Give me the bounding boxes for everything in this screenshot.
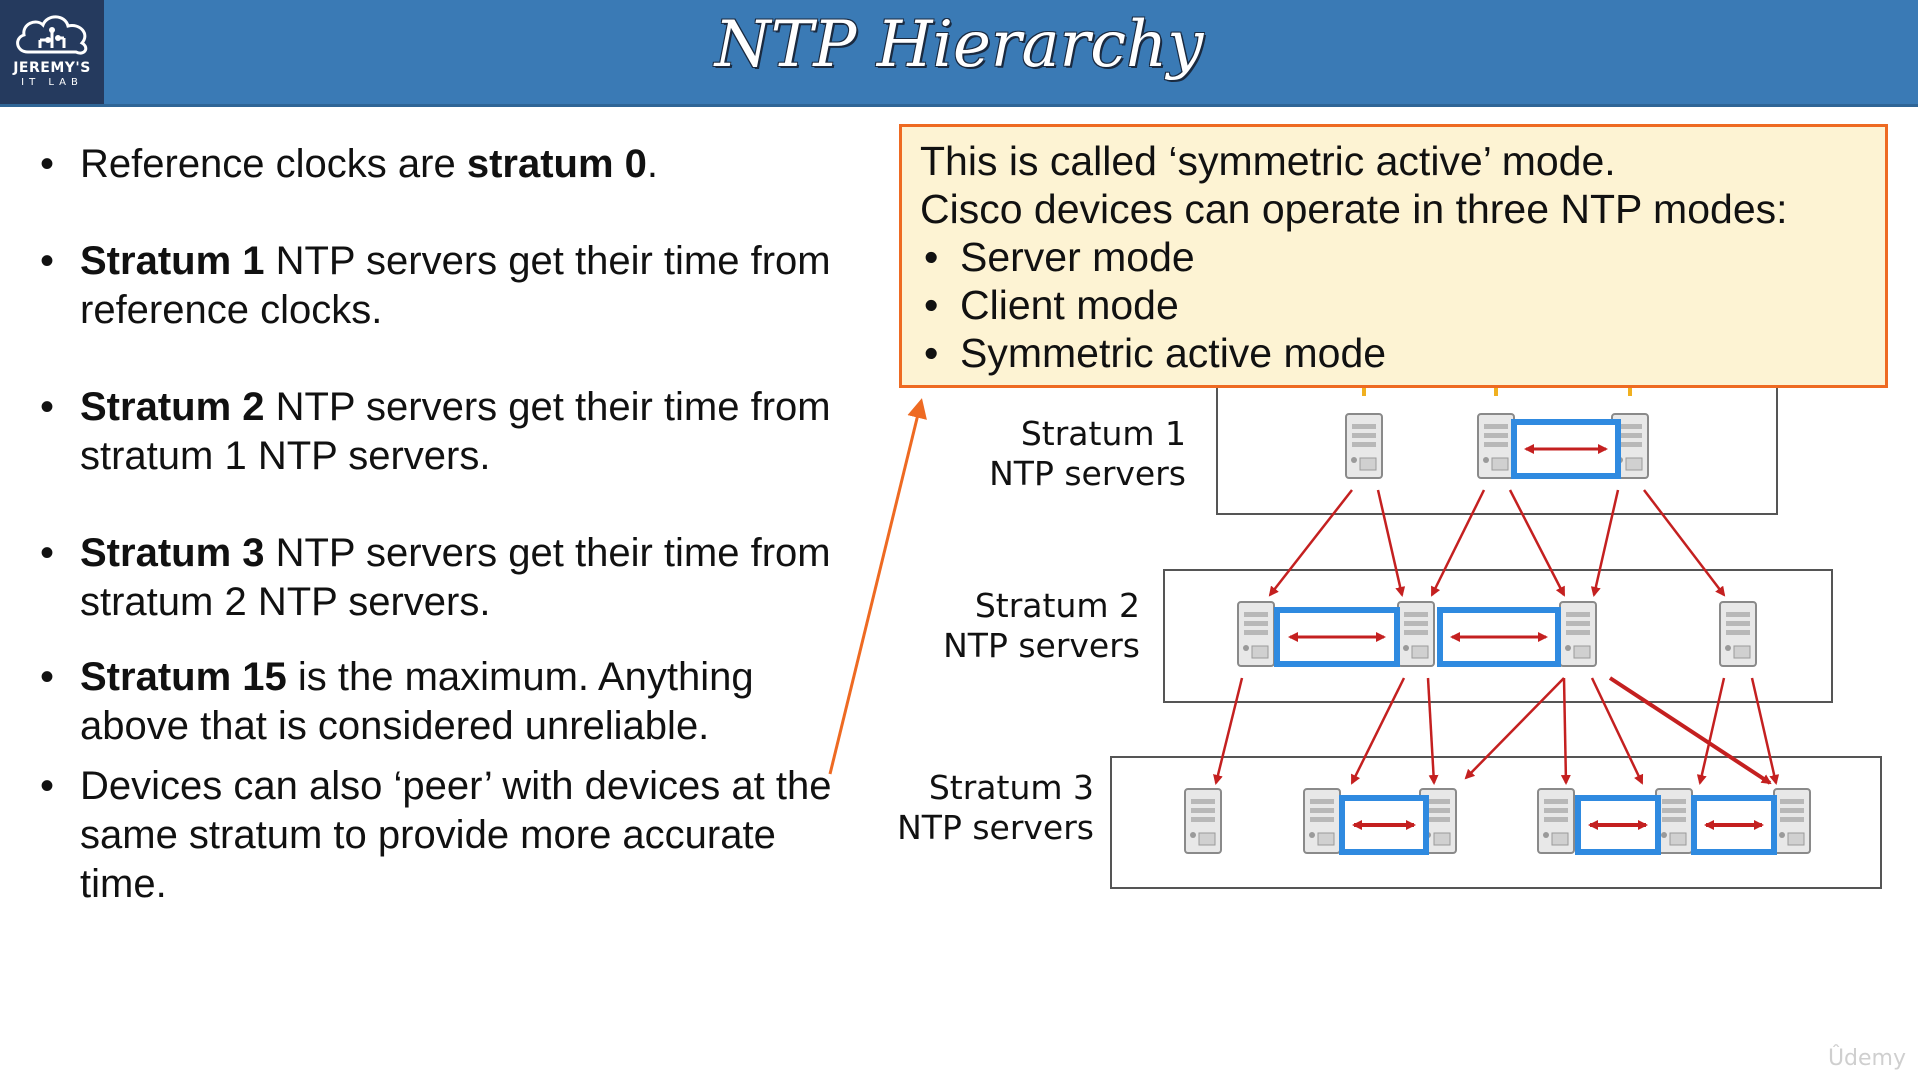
- callout-mode-client: Client mode: [920, 281, 1867, 329]
- bullet-text: NTP servers get their time from stratum …: [80, 531, 831, 624]
- server-icon: [1184, 788, 1222, 854]
- bullet-text: NTP servers get their time from referenc…: [80, 239, 831, 332]
- cloud-circuit-logo-icon: [16, 15, 88, 55]
- bullet-stratum-15: Stratum 15 is the maximum. Anything abov…: [40, 653, 870, 751]
- callout-mode-server: Server mode: [920, 233, 1867, 281]
- logo-title: JEREMY'S: [13, 60, 91, 76]
- symmetric-mode-callout: This is called ‘symmetric active’ mode. …: [899, 124, 1888, 388]
- bullet-stratum-0: Reference clocks are stratum 0.: [40, 140, 870, 189]
- bullet-text-end: .: [646, 142, 659, 186]
- callout-line-2: Cisco devices can operate in three NTP m…: [920, 186, 1788, 232]
- stratum-2-label-line-1: Stratum 2: [974, 586, 1140, 625]
- bullet-text: NTP servers get their time from stratum …: [80, 385, 831, 478]
- stratum-1-label-line-1: Stratum 1: [1020, 414, 1186, 453]
- server-icon: [1719, 601, 1757, 667]
- bullet-text: Devices can also ‘peer’ with devices at …: [80, 764, 832, 906]
- bullet-bold: Stratum 15: [80, 655, 287, 699]
- stratum-3-label-line-2: NTP servers: [897, 808, 1094, 847]
- callout-line-1: This is called ‘symmetric active’ mode.: [920, 138, 1616, 184]
- bullet-text: Reference clocks are: [80, 142, 467, 186]
- server-icon: [1559, 601, 1597, 667]
- stratum-1-label-line-2: NTP servers: [989, 454, 1186, 493]
- server-icon: [1345, 413, 1383, 479]
- udemy-watermark: Ûdemy: [1827, 1046, 1906, 1071]
- slide-title: NTP Hierarchy: [714, 8, 1204, 82]
- server-icon: [1397, 601, 1435, 667]
- bullet-bold: stratum 0: [466, 142, 647, 186]
- server-icon: [1655, 788, 1693, 854]
- bullet-bold: Stratum 2: [80, 385, 265, 429]
- stratum-2-frame: [1163, 569, 1833, 703]
- bullet-stratum-1: Stratum 1 NTP servers get their time fro…: [40, 237, 870, 335]
- jeremys-it-lab-logo: JEREMY'S IT LAB: [0, 0, 104, 104]
- bullet-peering: Devices can also ‘peer’ with devices at …: [40, 762, 870, 909]
- bullet-stratum-3: Stratum 3 NTP servers get their time fro…: [40, 529, 870, 627]
- server-icon: [1477, 413, 1515, 479]
- stratum-1-label: Stratum 1 NTP servers: [926, 414, 1186, 494]
- stratum-2-label: Stratum 2 NTP servers: [880, 586, 1140, 666]
- server-icon: [1303, 788, 1341, 854]
- sync-arrow-bold: [1608, 676, 1772, 785]
- reference-clock-ticks: [1362, 388, 1632, 396]
- stratum-3-frame: [1110, 756, 1882, 889]
- stratum-2-label-line-2: NTP servers: [943, 626, 1140, 665]
- bullet-bold: Stratum 1: [80, 239, 265, 283]
- callout-mode-symmetric: Symmetric active mode: [920, 329, 1867, 377]
- bullet-bold: Stratum 3: [80, 531, 265, 575]
- callout-pointer-arrow: [828, 398, 927, 775]
- server-icon: [1237, 601, 1275, 667]
- bullet-stratum-2: Stratum 2 NTP servers get their time fro…: [40, 383, 870, 481]
- stratum-3-label: Stratum 3 NTP servers: [834, 768, 1094, 848]
- sync-arrows-s2-s3: [1213, 677, 1780, 785]
- logo-subtitle: IT LAB: [21, 77, 83, 88]
- server-icon: [1773, 788, 1811, 854]
- sync-arrows-s1-s2: [1268, 489, 1726, 597]
- server-icon: [1537, 788, 1575, 854]
- slide-header: JEREMY'S IT LAB NTP Hierarchy: [0, 0, 1918, 107]
- stratum-3-label-line-1: Stratum 3: [928, 768, 1094, 807]
- bullet-text: is the maximum. Anything above that is c…: [80, 655, 754, 748]
